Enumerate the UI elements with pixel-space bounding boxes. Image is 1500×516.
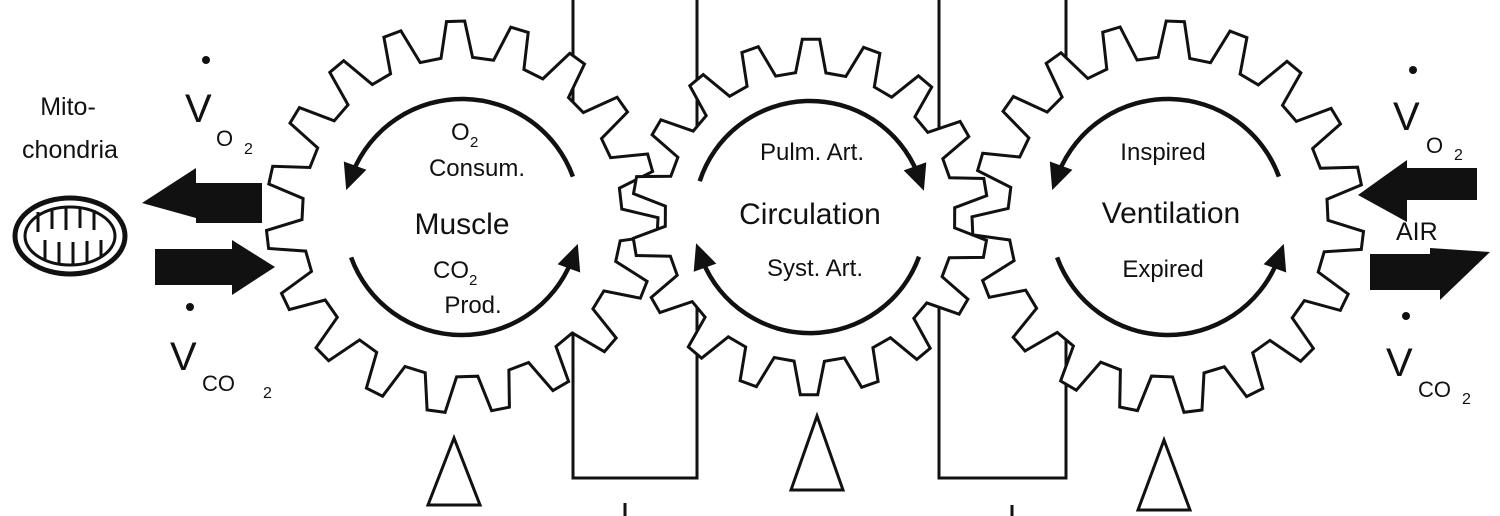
left-vco2-sub: CO — [202, 371, 235, 396]
circulation-gear-labels: Pulm. Art. Circulation Syst. Art. — [739, 139, 881, 282]
right-vo2-sub2: 2 — [1454, 147, 1463, 164]
left-vco2-label: V CO 2 — [170, 303, 272, 402]
mitochondria-label-line1: Mito- — [40, 93, 96, 121]
ventilation-gear — [970, 19, 1366, 414]
left-vo2-v: V — [185, 87, 212, 131]
left-vo2-sub2: 2 — [244, 141, 253, 158]
ventilation-top-line1: Inspired — [1120, 139, 1205, 166]
muscle-bottom-co-sub: 2 — [469, 272, 477, 289]
left-vco2-v: V — [170, 335, 197, 379]
right-vco2-sub2: 2 — [1462, 391, 1471, 408]
air-label: AIR — [1396, 218, 1438, 246]
left-vo2-label: V O 2 — [185, 56, 253, 158]
muscle-top-line2: Consum. — [429, 155, 525, 182]
circulation-top-arc — [697, 98, 920, 182]
circulation-top-line1: Pulm. Art. — [760, 139, 864, 166]
muscle-top-arrowhead — [343, 161, 367, 191]
right-vo2-v: V — [1393, 95, 1420, 139]
muscle-title: Muscle — [414, 208, 509, 241]
circulation-bottom-line1: Syst. Art. — [767, 255, 863, 282]
left-o2-arrow — [142, 168, 262, 223]
right-vo2-sub: O — [1426, 133, 1443, 158]
muscle-bottom-arrowhead — [557, 243, 581, 273]
circulation-support-triangle — [788, 411, 846, 492]
muscle-top-arc — [350, 96, 576, 178]
muscle-bottom-co: CO — [433, 257, 469, 284]
right-vco2-v: V — [1386, 341, 1413, 385]
muscle-bottom-line2: Prod. — [444, 292, 501, 319]
mitochondria-label-line2: chondria — [22, 136, 118, 164]
ventilation-bottom-arrowhead — [1263, 243, 1287, 273]
left-vo2-sub: O — [216, 126, 233, 151]
mitochondria-icon — [12, 195, 128, 277]
muscle-gear — [264, 19, 660, 414]
ventilation-title: Ventilation — [1102, 197, 1240, 230]
right-vco2-sub: CO — [1418, 377, 1451, 402]
right-vo2-label: V O 2 — [1393, 66, 1463, 164]
rotation-arrows — [343, 96, 1287, 338]
ventilation-bottom-arc — [1054, 256, 1280, 338]
circulation-gear — [631, 37, 989, 397]
right-co2-arrow — [1370, 248, 1490, 300]
left-vco2-sub2: 2 — [263, 385, 272, 402]
muscle-top-o-sub: 2 — [470, 134, 478, 151]
ventilation-top-arrowhead — [1049, 161, 1073, 191]
ventilation-gear-labels: Inspired Ventilation Expired — [1102, 139, 1240, 283]
support-triangles — [425, 411, 1193, 512]
ventilation-support-triangle — [1135, 435, 1193, 512]
left-arrows — [142, 168, 275, 295]
right-vco2-label: V CO 2 — [1386, 312, 1471, 408]
circulation-title: Circulation — [739, 198, 881, 231]
ventilation-bottom-line1: Expired — [1122, 256, 1203, 283]
circulation-top-arrowhead — [903, 162, 927, 191]
muscle-gear-labels: O 2 Consum. Muscle CO 2 Prod. — [414, 119, 525, 319]
right-arrows — [1358, 160, 1490, 300]
right-o2-arrow — [1358, 160, 1477, 222]
muscle-support-triangle — [425, 433, 483, 507]
left-co2-arrow — [155, 240, 275, 295]
muscle-bottom-arc — [348, 256, 574, 338]
gears-layer — [264, 19, 1366, 414]
circulation-bottom-arrowhead — [693, 243, 717, 272]
ventilation-top-arc — [1056, 96, 1282, 178]
muscle-top-o: O — [451, 119, 470, 146]
circulation-bottom-arc — [700, 255, 922, 336]
